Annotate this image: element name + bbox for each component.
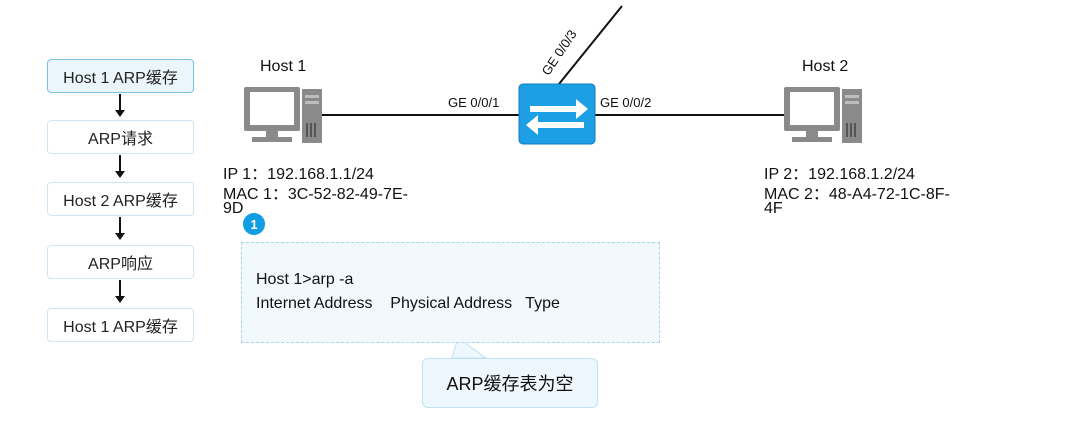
host2-mac-cont: 4F bbox=[764, 200, 783, 217]
flow-step-host1-cache-final: Host 1 ARP缓存 bbox=[47, 308, 194, 342]
flow-arrow bbox=[115, 94, 125, 117]
flow-step-arp-reply: ARP响应 bbox=[47, 245, 194, 279]
flow-arrow bbox=[115, 280, 125, 303]
step-badge: 1 bbox=[243, 213, 265, 235]
computer-icon bbox=[244, 87, 322, 143]
empty-cache-callout: ARP缓存表为空 bbox=[422, 358, 598, 408]
host2-ip: IP 2：192.168.1.2/24 bbox=[764, 166, 915, 183]
flow-step-host2-cache: Host 2 ARP缓存 bbox=[47, 182, 194, 216]
flow-arrow bbox=[115, 217, 125, 240]
flow-arrow bbox=[115, 155, 125, 178]
host1-mac: MAC 1：3C-52-82-49-7E- bbox=[223, 186, 408, 203]
switch-icon bbox=[518, 83, 596, 145]
computer-icon bbox=[784, 87, 862, 143]
link-switch-uplink bbox=[558, 5, 623, 85]
flow-step-host1-cache: Host 1 ARP缓存 bbox=[47, 59, 194, 93]
flow-step-arp-request: ARP请求 bbox=[47, 120, 194, 154]
host1-mac-cont: 9D bbox=[223, 200, 244, 217]
host2-mac: MAC 2：48-A4-72-1C-8F- bbox=[764, 186, 950, 203]
arp-output-panel: Host 1>arp -a Internet Address Physical … bbox=[241, 242, 660, 343]
host1-name: Host 1 bbox=[260, 58, 307, 75]
host2-name: Host 2 bbox=[802, 58, 849, 75]
port-ge-0-0-2: GE 0/0/2 bbox=[600, 95, 652, 110]
arp-table-header: Internet Address Physical Address Type bbox=[256, 295, 560, 312]
host1-ip: IP 1：192.168.1.1/24 bbox=[223, 166, 374, 183]
port-ge-0-0-1: GE 0/0/1 bbox=[448, 95, 500, 110]
arp-command: Host 1>arp -a bbox=[256, 271, 354, 288]
